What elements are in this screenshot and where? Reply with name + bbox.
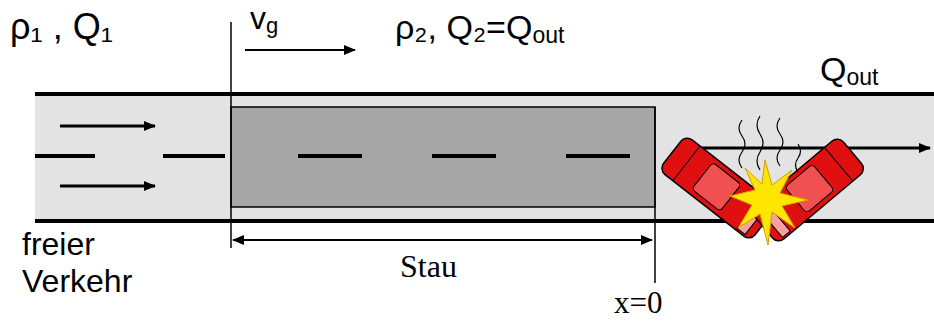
velocity-label-group: vg	[250, 0, 278, 38]
crash-star	[730, 160, 808, 245]
subscript: out	[532, 22, 564, 48]
velocity-arrow	[245, 49, 355, 51]
position-label-group: x=0	[614, 285, 662, 321]
region-label-group: freier Verkehr	[22, 226, 172, 300]
flow-label: Q	[820, 50, 846, 88]
subscript: g	[266, 13, 278, 38]
dimension-label: Stau	[400, 248, 457, 284]
region-label: freier Verkehr	[22, 226, 132, 299]
dimension-label-group: Stau	[400, 248, 457, 285]
road-edge	[35, 92, 934, 96]
flow-label: ρ₁ , Q₁	[10, 6, 113, 47]
position-label: x=0	[614, 285, 662, 320]
crashed-car	[659, 135, 867, 244]
flow-label-group: ρ₁ , Q₁	[10, 6, 113, 47]
jam-region	[231, 107, 655, 207]
front-line	[230, 22, 232, 248]
flow-label-group: ρ₂, Q₂=Qout	[395, 8, 564, 49]
lane-marking	[35, 154, 630, 158]
flow-label-group: Qout	[820, 50, 878, 91]
smoke	[739, 116, 801, 172]
dimension-arrow	[233, 239, 652, 241]
subscript: out	[846, 64, 878, 90]
flow-label: ρ₂, Q₂=Q	[395, 8, 532, 46]
velocity-label: v	[250, 0, 266, 36]
position-line	[654, 107, 656, 283]
